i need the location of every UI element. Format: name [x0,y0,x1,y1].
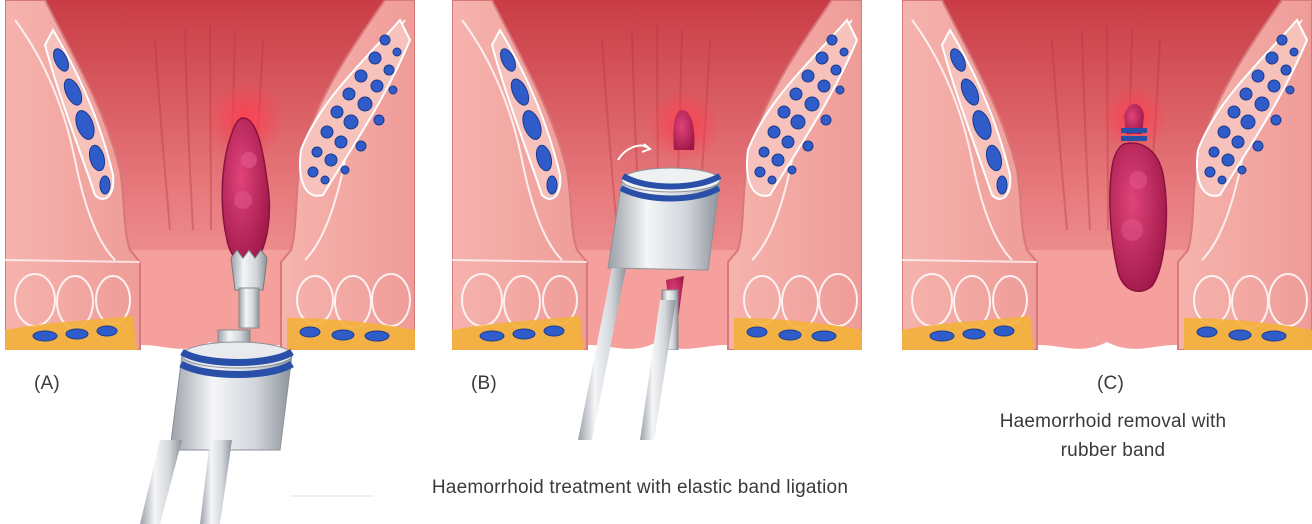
panel-c-caption-line-2: rubber band [950,436,1276,465]
panel-label-c: (C) [1097,373,1124,395]
panel-c-caption: Haemorrhoid removal with rubber band [950,407,1276,465]
ligator-instrument-a [140,330,292,524]
panel-c-caption-line-1: Haemorrhoid removal with [950,407,1276,436]
main-caption: Haemorrhoid treatment with elastic band … [300,477,980,499]
panel-c-anatomy [902,0,1312,360]
panel-label-b: (B) [471,373,497,395]
panel-a-anatomy [5,0,415,360]
panel-label-a: (A) [34,373,60,395]
